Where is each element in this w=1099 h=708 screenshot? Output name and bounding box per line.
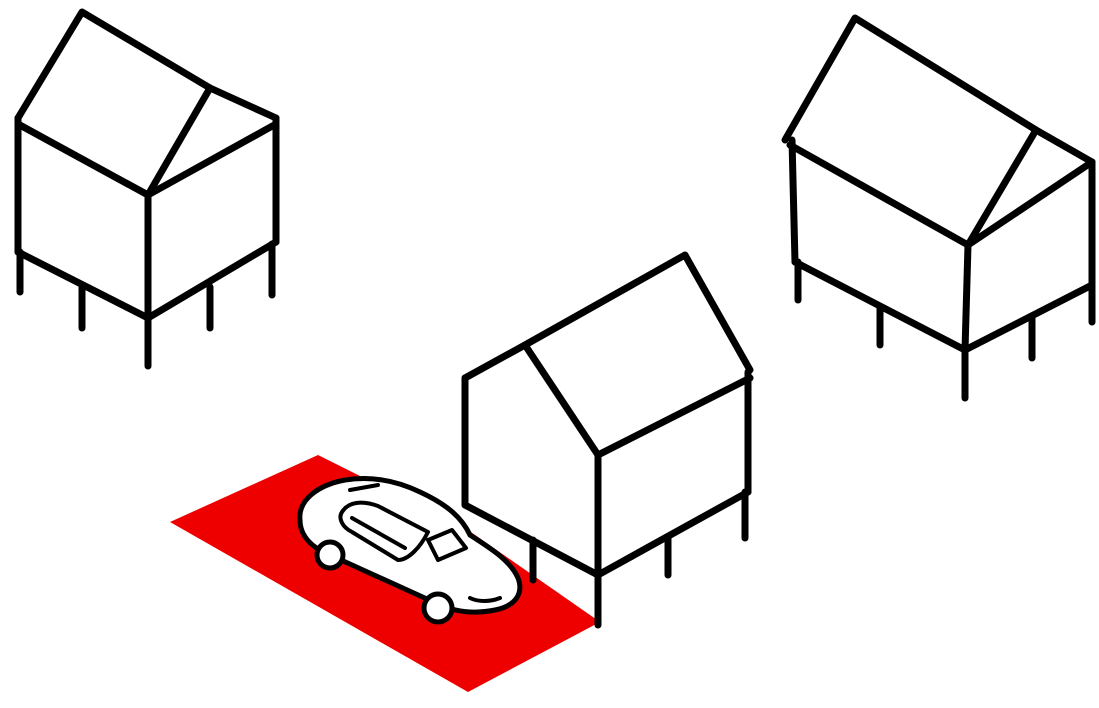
right-house <box>785 18 1092 398</box>
left-house <box>18 12 276 366</box>
